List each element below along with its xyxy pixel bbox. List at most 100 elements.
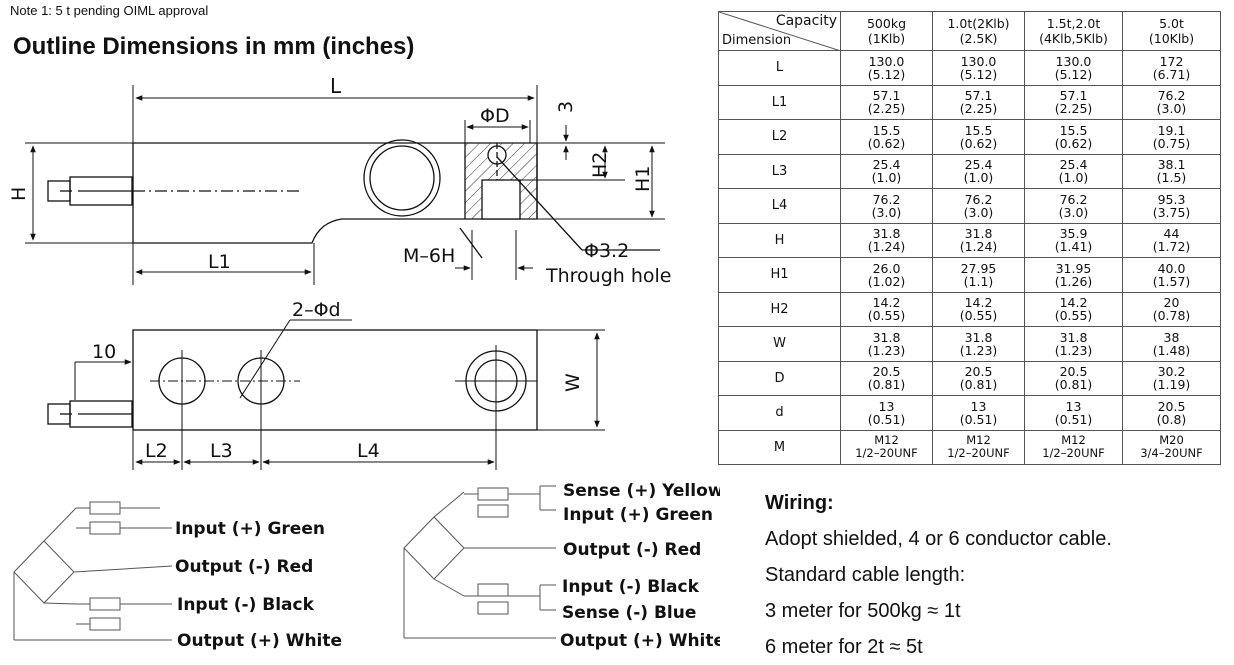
cell-imperial: (1.23) [1054, 342, 1093, 358]
cell-imperial: (1.02) [867, 273, 906, 289]
dim-label-2d: 2–Φd [292, 299, 341, 321]
dim-label-3: 3 [555, 101, 577, 113]
cell-metric: 20.5 [1059, 364, 1088, 380]
dim-label-M6H: M–6H [403, 245, 455, 267]
cell-imperial: (3.0) [963, 204, 994, 220]
cell-metric: 44 [1163, 226, 1180, 242]
column-header-bottom: (1Klb) [867, 31, 906, 46]
row-label: M [718, 429, 841, 465]
cell-metric: 15.5 [964, 122, 993, 138]
column-header: 1.5t,2.0t(4Klb,5Klb) [1024, 11, 1123, 51]
cell-imperial: (1.26) [1054, 273, 1093, 289]
cell-metric: 26.0 [872, 260, 901, 276]
cell-metric: M12 [966, 433, 991, 448]
cell-metric: 30.2 [1157, 364, 1186, 380]
cell-imperial: (1.23) [959, 342, 998, 358]
cell-metric: 13 [1065, 398, 1082, 414]
column-header: 500kg(1Klb) [840, 11, 933, 51]
cell-metric: M12 [874, 433, 899, 448]
table-cell: 130.0(5.12) [1024, 50, 1123, 86]
cell-metric: 40.0 [1157, 260, 1186, 276]
table-cell: 20(0.78) [1122, 291, 1221, 327]
row-label: H [718, 222, 841, 258]
cell-imperial: 3/4–20UNF [1140, 446, 1203, 461]
table-cell: 25.4(1.0) [932, 153, 1025, 189]
cell-metric: 14.2 [872, 295, 901, 311]
table-cell: 25.4(1.0) [840, 153, 933, 189]
cell-imperial: (1.0) [871, 170, 902, 186]
table-cell: 13(0.51) [840, 395, 933, 431]
cell-metric: 76.2 [1059, 191, 1088, 207]
cell-imperial: (0.81) [1054, 377, 1093, 393]
table-cell: 130.0(5.12) [932, 50, 1025, 86]
column-header: 1.0t(2Klb)(2.5K) [932, 11, 1025, 51]
cell-imperial: (1.0) [1058, 170, 1089, 186]
table-cell: 15.5(0.62) [840, 119, 933, 155]
dim-label-H: H [8, 187, 30, 201]
wiring-line: Adopt shielded, 4 or 6 conductor cable. [765, 528, 1112, 550]
wiring-title: Wiring: [765, 492, 834, 514]
row-label: L1 [718, 84, 841, 120]
table-cell: 57.1(2.25) [840, 84, 933, 120]
cell-metric: 38 [1163, 329, 1180, 345]
wire4-output-minus: Output (-) Red [175, 557, 313, 577]
table-cell: 76.2(3.0) [1024, 188, 1123, 224]
cell-metric: 20.5 [872, 364, 901, 380]
cell-imperial: (3.0) [871, 204, 902, 220]
wire6-input-plus: Input (+) Green [563, 505, 713, 525]
cell-imperial: (2.25) [867, 101, 906, 117]
cell-imperial: (6.71) [1152, 66, 1191, 82]
cell-imperial: 1/2–20UNF [947, 446, 1010, 461]
table-cell: 95.3(3.75) [1122, 188, 1221, 224]
cell-metric: 25.4 [872, 157, 901, 173]
approval-note: Note 1: 5 t pending OIML approval [10, 3, 209, 18]
wire6-sense-plus: Sense (+) Yellow [563, 481, 720, 501]
column-header-top: 500kg [866, 16, 907, 31]
cell-imperial: (0.55) [1054, 308, 1093, 324]
cell-imperial: (1.0) [963, 170, 994, 186]
capacity-label: Capacity [775, 13, 837, 29]
cell-imperial: (0.62) [867, 135, 906, 151]
cell-imperial: (1.24) [959, 239, 998, 255]
wire6-output-plus: Output (+) White [560, 631, 720, 651]
cell-metric: 13 [878, 398, 895, 414]
dim-label-L2: L2 [145, 440, 168, 462]
section-title: Outline Dimensions in mm (inches) [13, 33, 415, 60]
cell-imperial: (0.55) [867, 308, 906, 324]
table-cell: 57.1(2.25) [932, 84, 1025, 120]
cell-metric: 31.8 [964, 329, 993, 345]
dim-label-phi32: Φ3.2 [584, 240, 629, 262]
cell-imperial: (1.41) [1054, 239, 1093, 255]
table-cell: 76.2(3.0) [840, 188, 933, 224]
cell-imperial: (0.8) [1156, 411, 1187, 427]
table-cell: 31.8(1.23) [932, 326, 1025, 362]
through-hole-label: Through hole [545, 265, 672, 287]
corner-diagonal [719, 12, 841, 51]
table-cell: 30.2(1.19) [1122, 360, 1221, 396]
column-header-top: 5.0t [1159, 16, 1184, 31]
load-cell-body-side [132, 142, 538, 244]
table-cell: 15.5(0.62) [1024, 119, 1123, 155]
table-cell: 31.8(1.23) [840, 326, 933, 362]
table-cell: 31.95(1.26) [1024, 257, 1123, 293]
cell-metric: 27.95 [960, 260, 997, 276]
cell-metric: 130.0 [960, 53, 997, 69]
table-cell: 38(1.48) [1122, 326, 1221, 362]
cell-metric: 31.8 [1059, 329, 1088, 345]
wiring-line: 6 meter for 2t ≈ 5t [765, 636, 923, 658]
column-header-top: 1.0t(2Klb) [947, 16, 1010, 31]
dim-label-L: L [330, 74, 342, 98]
column-header-bottom: (10Klb) [1148, 31, 1195, 46]
cell-imperial: (0.51) [1054, 411, 1093, 427]
side-view-drawing: L ΦD 3 H H2 H1 L1 M–6H Φ3.2 Through hole [8, 74, 672, 287]
wiring-line: 3 meter for 500kg ≈ 1t [765, 600, 961, 622]
cell-metric: 76.2 [1157, 88, 1186, 104]
